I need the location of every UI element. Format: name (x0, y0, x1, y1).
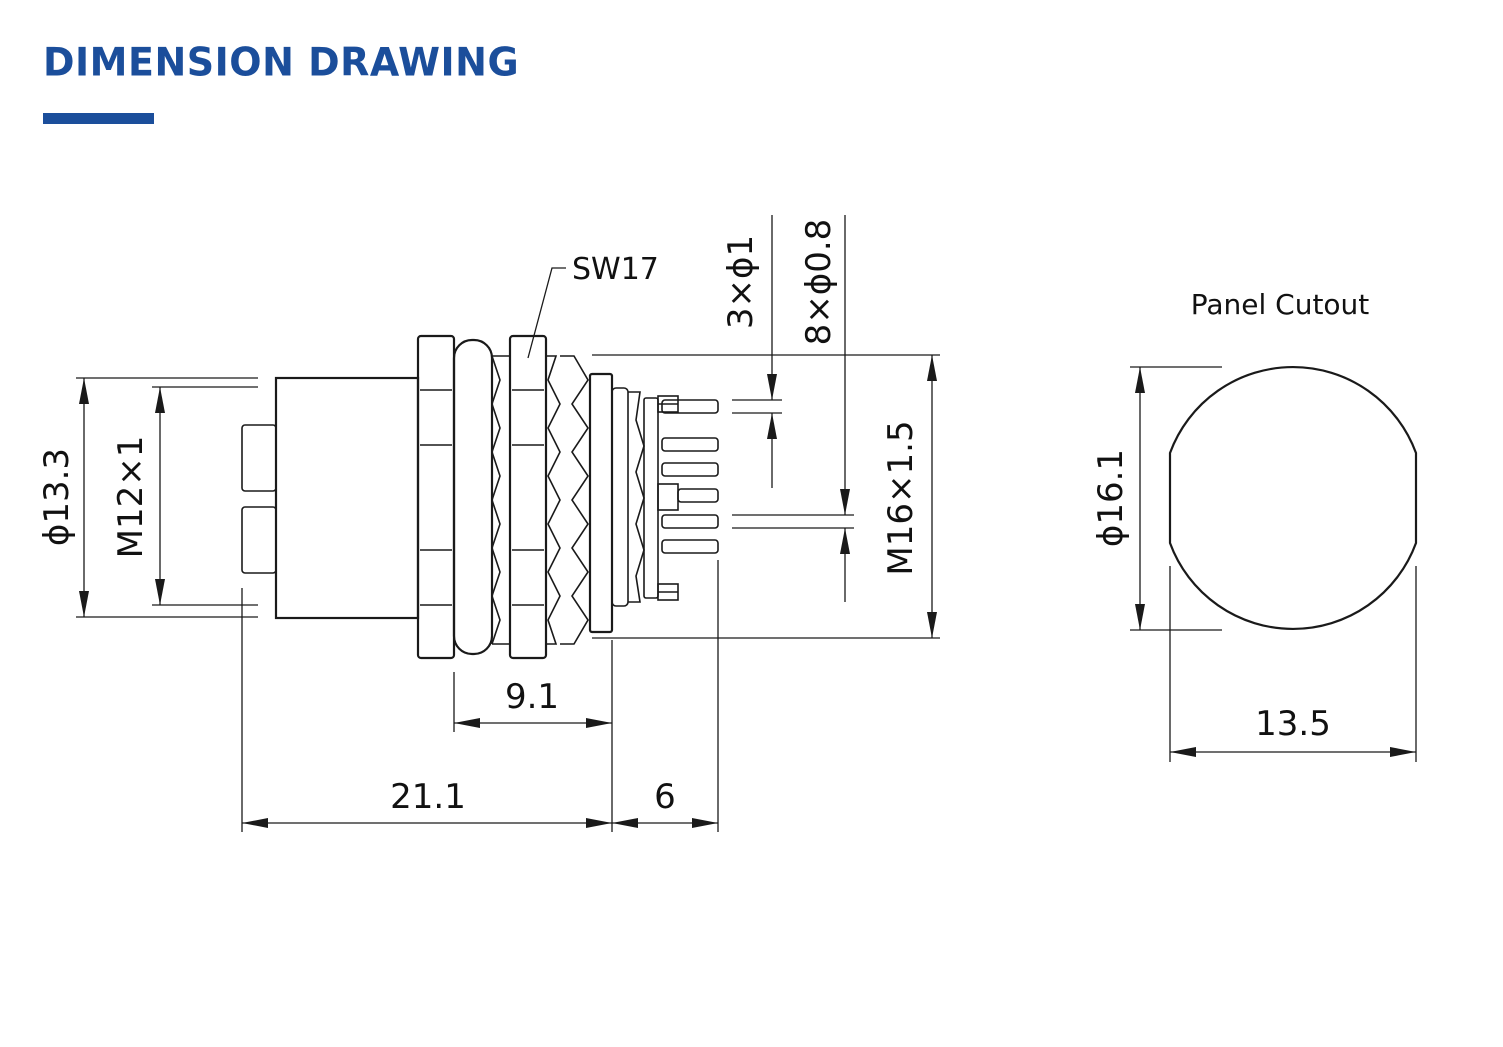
pin (661, 514, 719, 529)
wrench-size-label: SW17 (572, 252, 659, 287)
dim-pin-holes: 8×ϕ0.8 (799, 219, 839, 346)
panel-thread (491, 355, 510, 645)
front-hex-nut (416, 334, 456, 660)
pin (677, 488, 719, 503)
dim-body-diameter: ϕ13.3 (37, 448, 77, 546)
rear-insert (611, 387, 679, 607)
front-contact-upper (241, 424, 277, 492)
pin (661, 539, 719, 554)
dim-front-length: 21.1 (390, 777, 466, 817)
dim-rear-length: 6 (654, 777, 676, 817)
dim-panel-thread: M16×1.5 (881, 420, 921, 575)
rear-thread (546, 355, 614, 645)
pin (661, 462, 719, 477)
pin (661, 437, 719, 452)
cutout-outline (1168, 365, 1418, 631)
front-contact-lower (241, 506, 277, 574)
dim-pcb-holes: 3×ϕ1 (721, 235, 761, 329)
connector-drawing (241, 334, 719, 660)
coupling-body (274, 376, 420, 620)
dim-thread-length: 9.1 (505, 677, 559, 717)
o-ring (452, 338, 494, 656)
cutout-width-dim: 13.5 (1255, 704, 1331, 744)
dimensions-connector: ϕ13.3 M12×1 SW17 3×ϕ1 8×ϕ0.8 M16×1.5 (37, 215, 940, 832)
cutout-diameter-dim: ϕ16.1 (1091, 449, 1131, 547)
page-title: DIMENSION DRAWING (43, 39, 520, 85)
rear-hex-nut (508, 334, 548, 660)
panel-cutout-title: Panel Cutout (1191, 288, 1370, 321)
pcb-pins (661, 399, 719, 554)
title-underline (43, 113, 154, 124)
dim-coupling-thread: M12×1 (111, 436, 151, 559)
pin (661, 399, 719, 414)
panel-cutout: Panel Cutout ϕ16.1 13.5 (1091, 288, 1418, 762)
